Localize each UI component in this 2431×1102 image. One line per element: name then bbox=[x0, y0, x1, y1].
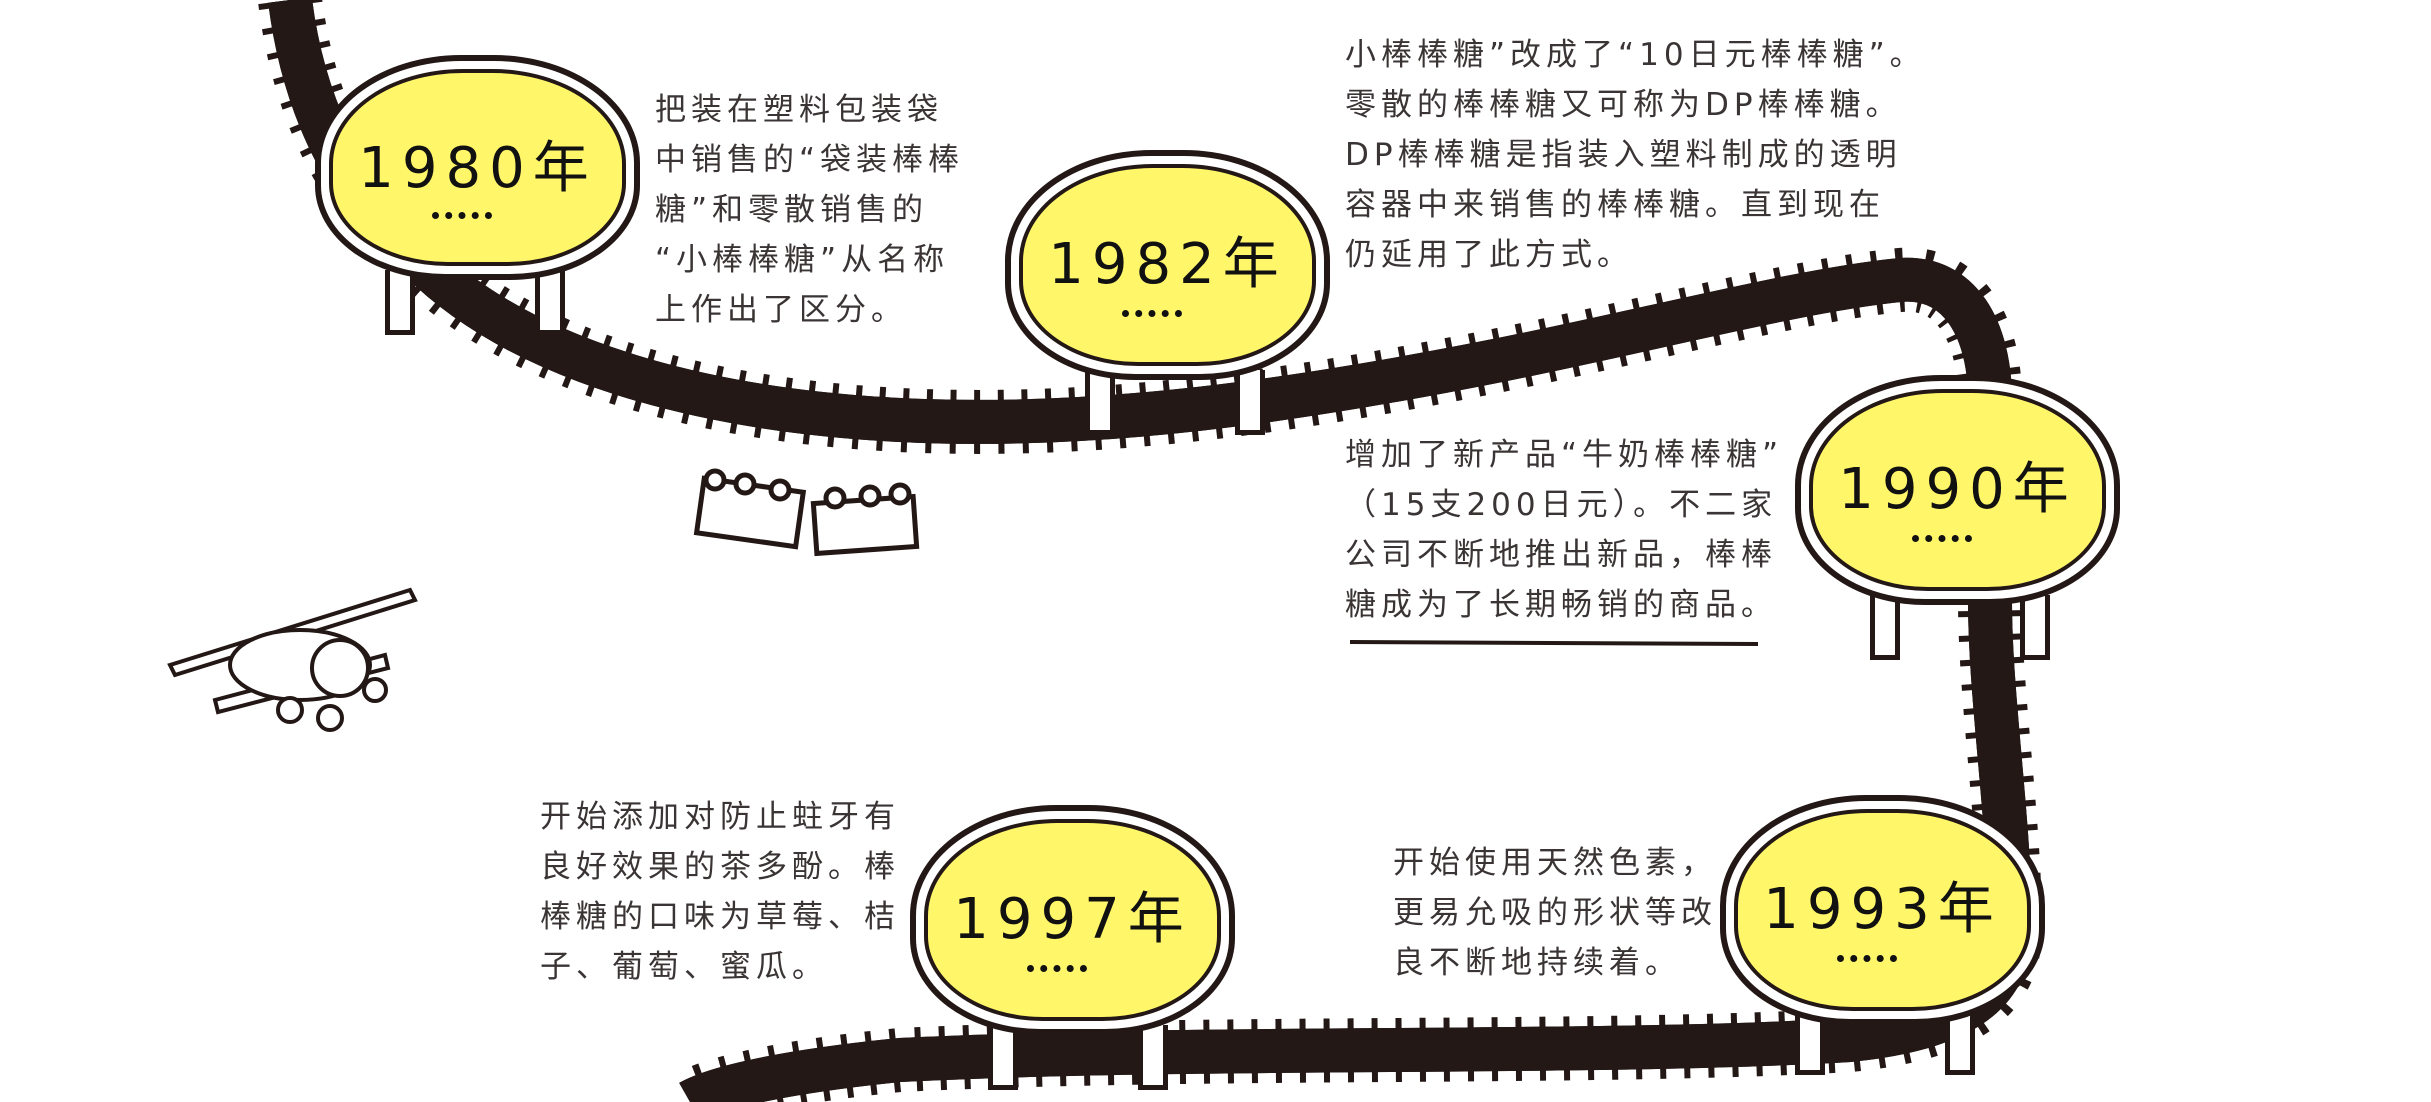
sign-post bbox=[1870, 595, 1900, 660]
text-line: 容器中来销售的棒棒糖。直到现在 bbox=[1345, 187, 1885, 223]
description-1997: 开始添加对防止蛀牙有 良好效果的茶多酚。棒 棒糖的口味为草莓、桔 子、葡萄、蜜瓜… bbox=[540, 792, 900, 992]
text-line: 仍延用了此方式。 bbox=[1345, 237, 1633, 273]
text-line: 公司不断地推出新品，棒棒 bbox=[1345, 537, 1777, 573]
description-1993: 开始使用天然色素， 更易允吸的形状等改 良不断地持续着。 bbox=[1393, 838, 1717, 988]
year-label: 1980年 bbox=[358, 135, 597, 201]
sign-1990: 1990年 bbox=[1795, 375, 2120, 605]
text-line: 把装在塑料包装袋 bbox=[655, 92, 943, 128]
sign-post bbox=[988, 1025, 1018, 1090]
sign-post bbox=[385, 270, 415, 335]
sign-1982: 1982年 bbox=[1005, 150, 1330, 380]
sign-1980: 1980年 bbox=[315, 55, 640, 280]
text-line: 小棒棒糖”改成了“10日元棒棒糖”。 bbox=[1345, 37, 1926, 73]
sign-post bbox=[1235, 370, 1265, 435]
text-line: 良不断地持续着。 bbox=[1393, 945, 1681, 981]
year-label: 1990年 bbox=[1838, 457, 2077, 523]
sign-1997: 1997年 bbox=[910, 805, 1235, 1035]
text-line: 更易允吸的形状等改 bbox=[1393, 895, 1717, 931]
text-line: （15支200日元）。不二家 bbox=[1345, 487, 1778, 523]
text-line: 棒糖的口味为草莓、桔 bbox=[540, 899, 900, 935]
text-line: DP棒棒糖是指装入塑料制成的透明 bbox=[1345, 137, 1902, 173]
description-1982: 小棒棒糖”改成了“10日元棒棒糖”。 零散的棒棒糖又可称为DP棒棒糖。 DP棒棒… bbox=[1345, 30, 1926, 280]
text-line: 良好效果的茶多酚。棒 bbox=[540, 849, 900, 885]
sign-post bbox=[535, 270, 565, 335]
text-line: 糖”和零散销售的 bbox=[655, 192, 929, 228]
text-line: 子、葡萄、蜜瓜。 bbox=[540, 949, 828, 985]
sign-1993: 1993年 bbox=[1720, 795, 2045, 1025]
text-line: 糖成为了长期畅销的商品。 bbox=[1345, 587, 1777, 623]
text-line: 中销售的“袋装棒棒 bbox=[655, 142, 965, 178]
description-1980: 把装在塑料包装袋 中销售的“袋装棒棒 糖”和零散销售的 “小棒棒糖”从名称 上作… bbox=[655, 85, 964, 335]
sign-post bbox=[1138, 1025, 1168, 1090]
text-line: 零散的棒棒糖又可称为DP棒棒糖。 bbox=[1345, 87, 1902, 123]
year-label: 1982年 bbox=[1048, 232, 1287, 298]
text-line: 上作出了区分。 bbox=[655, 292, 907, 328]
description-1990: 增加了新产品“牛奶棒棒糖” （15支200日元）。不二家 公司不断地推出新品，棒… bbox=[1345, 430, 1783, 630]
train-cars-icon bbox=[693, 468, 920, 557]
text-line: 开始添加对防止蛀牙有 bbox=[540, 799, 900, 835]
text-line: 增加了新产品“牛奶棒棒糖” bbox=[1345, 437, 1784, 473]
divider-line bbox=[1349, 640, 1759, 646]
text-line: “小棒棒糖”从名称 bbox=[655, 242, 950, 278]
biplane-icon bbox=[167, 587, 418, 732]
year-label: 1993年 bbox=[1763, 877, 2002, 943]
year-label: 1997年 bbox=[953, 887, 1192, 953]
sign-post bbox=[2020, 595, 2050, 660]
text-line: 开始使用天然色素， bbox=[1393, 845, 1717, 881]
sign-post bbox=[1085, 370, 1115, 435]
